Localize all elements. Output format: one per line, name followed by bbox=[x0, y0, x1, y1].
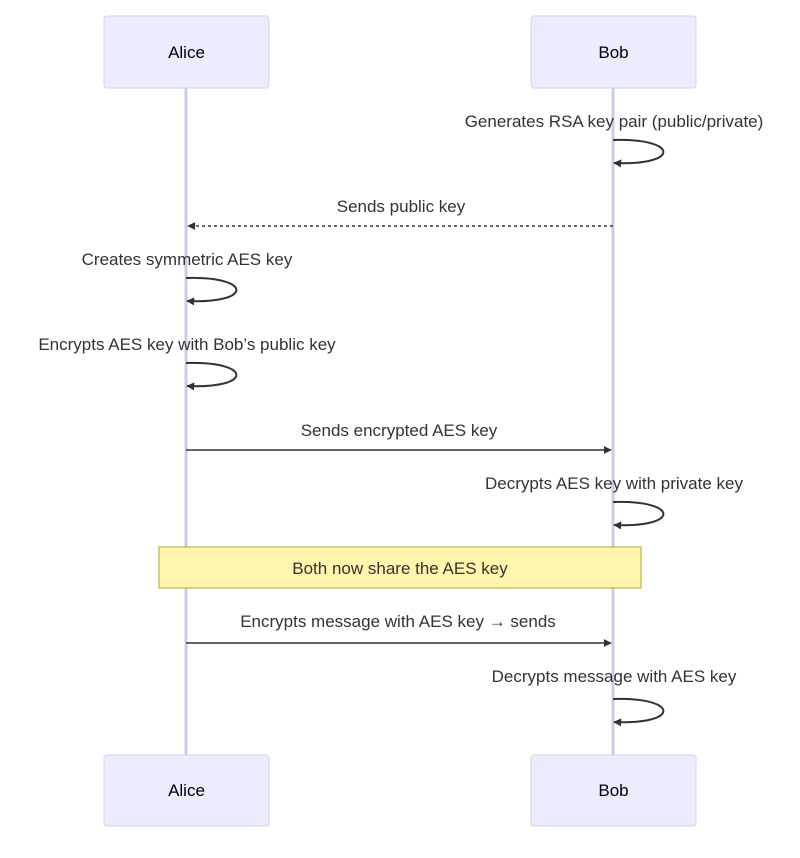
actor-bob-top[interactable]: Bob bbox=[530, 15, 697, 89]
message-1-label: Generates RSA key pair (public/private) bbox=[465, 112, 764, 131]
message-7-label: Encrypts message with AES key → sends bbox=[240, 612, 556, 631]
message-4-self-arrow bbox=[185, 361, 238, 391]
message-1-self-arrow bbox=[612, 138, 665, 168]
actor-alice-top[interactable]: Alice bbox=[103, 15, 270, 89]
actor-bob-top-label: Bob bbox=[598, 43, 628, 62]
message-5-label: Sends encrypted AES key bbox=[301, 421, 498, 440]
message-2-label: Sends public key bbox=[337, 197, 466, 216]
actor-bob-bottom-label: Bob bbox=[598, 781, 628, 800]
actor-alice-top-label: Alice bbox=[168, 43, 205, 62]
actor-bob-bottom[interactable]: Bob bbox=[530, 754, 697, 827]
actor-alice-bottom-label: Alice bbox=[168, 781, 205, 800]
message-6-label: Decrypts AES key with private key bbox=[485, 474, 743, 493]
message-3-label: Creates symmetric AES key bbox=[82, 250, 293, 269]
note-shared-key: Both now share the AES key bbox=[158, 546, 642, 589]
message-8-self-arrow bbox=[612, 697, 665, 727]
note-text: Both now share the AES key bbox=[292, 559, 508, 578]
message-8-label: Decrypts message with AES key bbox=[492, 667, 737, 686]
message-6-self-arrow bbox=[612, 500, 665, 530]
actor-alice-bottom[interactable]: Alice bbox=[103, 754, 270, 827]
message-4-label: Encrypts AES key with Bob’s public key bbox=[38, 335, 336, 354]
message-3-self-arrow bbox=[185, 276, 238, 306]
